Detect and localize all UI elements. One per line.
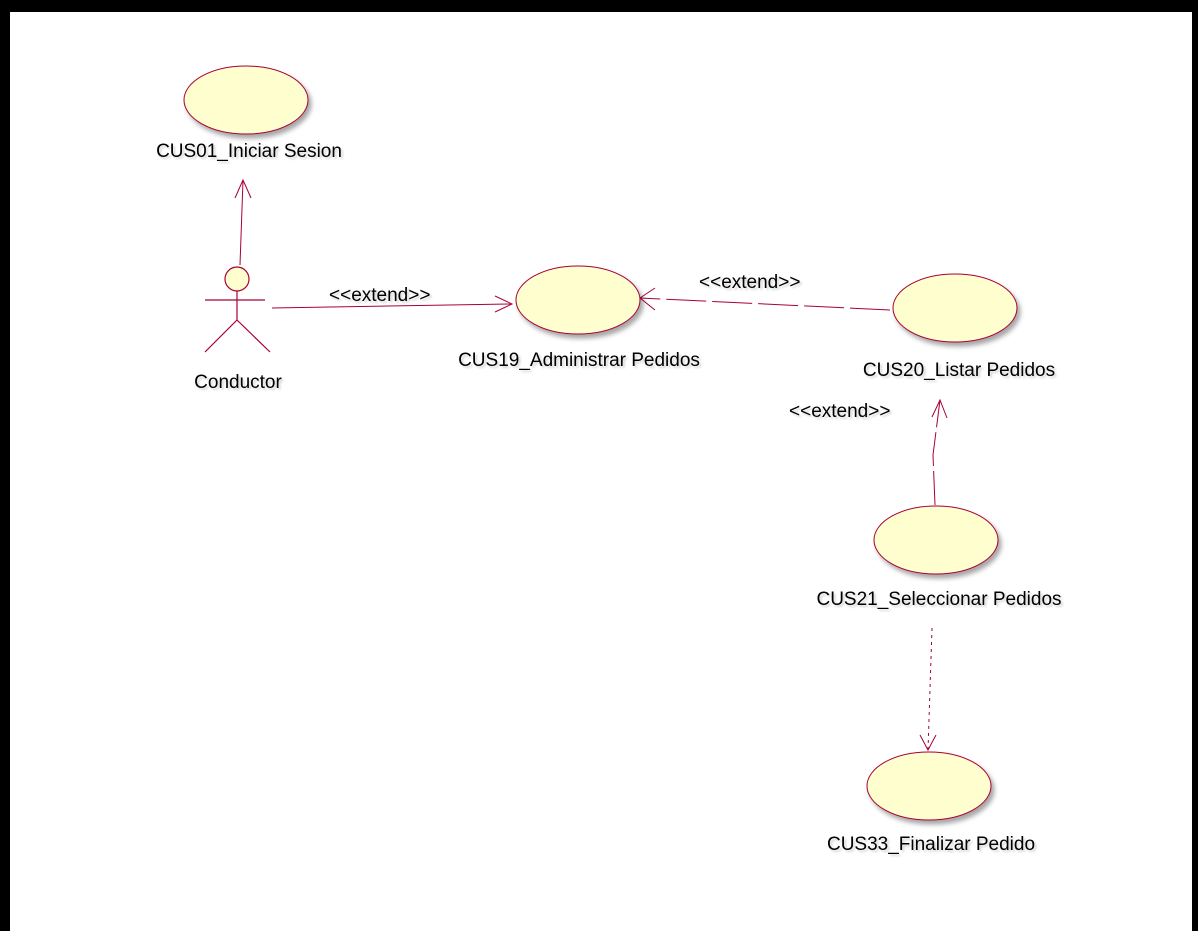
use-case-cus01-label: CUS01_Iniciar Sesion bbox=[156, 141, 342, 162]
use-case-cus20-ellipse[interactable] bbox=[892, 273, 1018, 343]
extend-label-cus21-cus20: <<extend>> bbox=[789, 401, 891, 422]
relation-conductor-to-cus19 bbox=[271, 295, 514, 313]
relation-conductor-to-cus01 bbox=[234, 178, 252, 266]
relation-cus21-to-cus20 bbox=[931, 398, 948, 506]
use-case-cus33-label: CUS33_Finalizar Pedido bbox=[826, 834, 1036, 855]
extend-label-cus20-cus19: <<extend>> bbox=[699, 272, 801, 293]
use-case-cus21-label: CUS21_Seleccionar Pedidos bbox=[816, 589, 1062, 610]
use-case-cus33-ellipse[interactable] bbox=[866, 751, 992, 821]
extend-label-conductor-cus19: <<extend>> bbox=[329, 285, 431, 306]
relation-cus21-to-cus33 bbox=[919, 627, 937, 752]
use-case-cus20-label: CUS20_Listar Pedidos bbox=[862, 360, 1056, 381]
use-case-cus19-ellipse[interactable] bbox=[515, 265, 641, 335]
use-case-cus21-ellipse[interactable] bbox=[873, 505, 999, 575]
use-case-cus01-ellipse[interactable] bbox=[183, 65, 309, 135]
actor-conductor-label: Conductor bbox=[194, 372, 282, 393]
use-case-cus19-label: CUS19_Administrar Pedidos bbox=[458, 350, 700, 371]
actor-conductor[interactable] bbox=[204, 266, 271, 353]
